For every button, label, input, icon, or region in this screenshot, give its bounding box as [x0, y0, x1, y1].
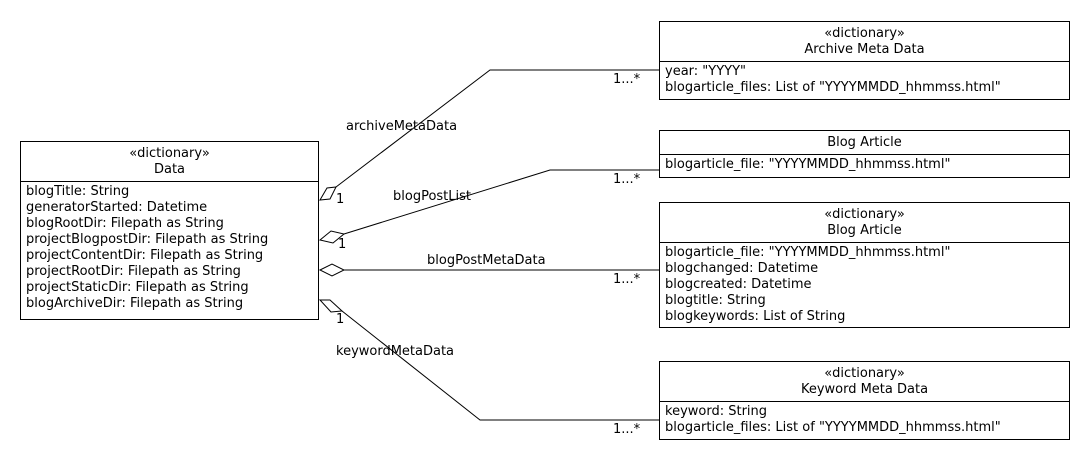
class-blog-article-header: Blog Article: [660, 131, 1069, 155]
class-data[interactable]: «dictionary» Data blogTitle: String gene…: [20, 141, 319, 320]
attribute: keyword: String: [665, 404, 768, 419]
class-data-stereotype: «dictionary»: [129, 146, 210, 161]
attribute: blogchanged: Datetime: [665, 261, 819, 276]
multiplicity-keyword-target: 1...*: [613, 422, 641, 437]
attribute: blogcreated: Datetime: [665, 277, 812, 292]
association-name-keyword: keywordMetaData: [336, 344, 455, 359]
class-archive-stereotype: «dictionary»: [824, 26, 905, 41]
class-blog-article-dictionary-attributes: blogarticle_file: "YYYYMMDD_hhmmss.html"…: [660, 243, 1069, 329]
attribute: blogarticle_file: "YYYYMMDD_hhmmss.html": [665, 245, 951, 260]
attribute: generatorStarted: Datetime: [26, 200, 208, 215]
attribute: blogArchiveDir: Filepath as String: [26, 296, 244, 311]
association-name-archive: archiveMetaData: [346, 119, 458, 134]
class-archive-meta-data[interactable]: «dictionary» Archive Meta Data year: "YY…: [659, 21, 1070, 100]
class-archive-name: Archive Meta Data: [804, 42, 925, 57]
class-archive-header: «dictionary» Archive Meta Data: [660, 22, 1069, 62]
attribute: blogarticle_file: "YYYYMMDD_hhmmss.html": [665, 157, 951, 172]
aggregation-diamond-blogpostlist: [318, 230, 346, 244]
attribute: year: "YYYY": [665, 64, 747, 79]
class-keyword-stereotype: «dictionary»: [824, 366, 905, 381]
attribute: blogtitle: String: [665, 293, 766, 308]
multiplicity-archive-target: 1...*: [613, 72, 641, 87]
class-blog-article-dictionary[interactable]: «dictionary» Blog Article blogarticle_fi…: [659, 202, 1070, 328]
attribute: blogarticle_files: List of "YYYYMMDD_hhm…: [665, 420, 1001, 435]
class-blog-article-dictionary-header: «dictionary» Blog Article: [660, 203, 1069, 243]
multiplicity-blogpostmetadata-source: 1: [336, 312, 345, 327]
association-line-archive: [335, 69, 660, 188]
multiplicity-archive-source: 1: [336, 192, 345, 207]
multiplicity-blogpostmetadata-target: 1...*: [613, 272, 641, 287]
attribute: projectBlogpostDir: Filepath as String: [26, 232, 269, 247]
association-name-blogpostmetadata: blogPostMetaData: [427, 253, 546, 268]
attribute: blogkeywords: List of String: [665, 309, 846, 324]
multiplicity-blogpostlist-target: 1...*: [613, 172, 641, 187]
class-data-attributes: blogTitle: String generatorStarted: Date…: [21, 182, 318, 316]
class-archive-attributes: year: "YYYY" blogarticle_files: List of …: [660, 62, 1069, 100]
class-blog-article-attributes: blogarticle_file: "YYYYMMDD_hhmmss.html": [660, 155, 1069, 177]
attribute: projectStaticDir: Filepath as String: [26, 280, 249, 295]
class-data-name: Data: [153, 162, 186, 177]
class-data-header: «dictionary» Data: [21, 142, 318, 182]
class-blog-article-dictionary-stereotype: «dictionary»: [824, 207, 905, 222]
attribute: blogTitle: String: [26, 184, 130, 199]
class-keyword-attributes: keyword: String blogarticle_files: List …: [660, 402, 1069, 440]
attribute: projectContentDir: Filepath as String: [26, 248, 264, 263]
class-keyword-header: «dictionary» Keyword Meta Data: [660, 362, 1069, 402]
attribute: projectRootDir: Filepath as String: [26, 264, 241, 279]
attribute: blogRootDir: Filepath as String: [26, 216, 224, 231]
association-line-blogpostlist: [343, 169, 660, 235]
attribute: blogarticle_files: List of "YYYYMMDD_hhm…: [665, 80, 1001, 95]
association-name-blogpostlist: blogPostList: [393, 189, 471, 204]
aggregation-diamond-archive: [319, 186, 337, 201]
multiplicity-blogpostlist-source: 1: [338, 237, 347, 252]
class-keyword-name: Keyword Meta Data: [800, 382, 929, 397]
aggregation-diamond-blogpostmetadata: [318, 263, 346, 277]
association-line-keyword: [341, 310, 660, 421]
class-blog-article-dictionary-name: Blog Article: [827, 223, 902, 238]
aggregation-diamond-keyword: [318, 299, 344, 313]
class-keyword-meta-data[interactable]: «dictionary» Keyword Meta Data keyword: …: [659, 361, 1070, 440]
class-blog-article[interactable]: Blog Article blogarticle_file: "YYYYMMDD…: [659, 130, 1070, 178]
class-blog-article-name: Blog Article: [827, 135, 902, 150]
